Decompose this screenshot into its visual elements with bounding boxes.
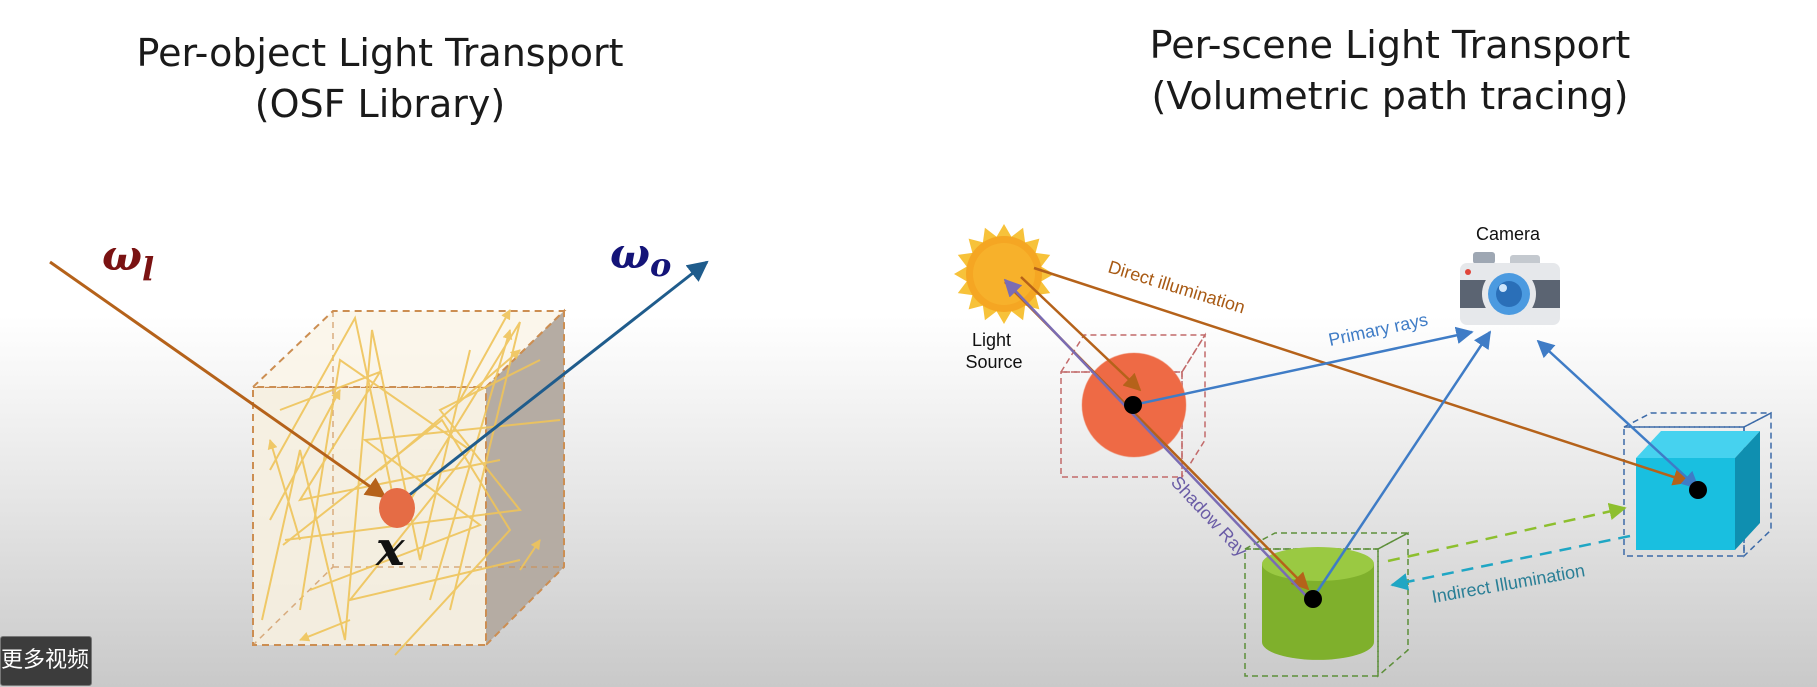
indirect-illumination-cyan [1390,534,1631,591]
more-videos-button[interactable]: 更多视频 [0,636,92,686]
cube-side-face [485,308,565,648]
primary-ray-cube [1536,339,1700,490]
cylinder-object [1244,531,1409,678]
omega-l-symbol: ωl [102,231,154,288]
scattering-point [379,488,415,528]
omega-o-symbol: ωo [610,229,671,284]
right-panel-title: Per-scene Light Transport (Volumetric pa… [1110,20,1670,122]
cube-hit-point [1689,481,1707,499]
sun-icon [954,224,1054,324]
outgoing-light-ray [407,260,709,498]
indirect-illumination-green [1387,502,1627,563]
camera-label: Camera [1476,224,1541,244]
sphere-hit-point [1124,396,1142,414]
left-title-line2: (OSF Library) [254,82,506,126]
direct-illumination-ray-sphere [1020,276,1142,392]
primary-ray-sphere [1132,326,1474,407]
light-source-label: Light Source [965,330,1022,372]
indirect-illumination-label: Indirect Illumination [1430,560,1586,607]
shadow-ray [1003,278,1312,602]
incoming-light-ray [49,260,387,499]
left-title-line1: Per-object Light Transport [136,31,624,75]
camera-icon [1460,252,1560,325]
point-x-label: x [375,521,406,577]
scattering-paths [261,309,561,656]
right-title-line1: Per-scene Light Transport [1149,23,1631,67]
left-panel-title: Per-object Light Transport (OSF Library) [110,28,650,130]
cylinder-hit-point [1304,590,1322,608]
direct-illumination-label: Direct illumination [1106,257,1248,318]
right-title-line2: (Volumetric path tracing) [1151,74,1629,118]
primary-ray-cylinder [1311,330,1492,599]
shadow-ray-label: Shadow Ray [1167,472,1251,560]
